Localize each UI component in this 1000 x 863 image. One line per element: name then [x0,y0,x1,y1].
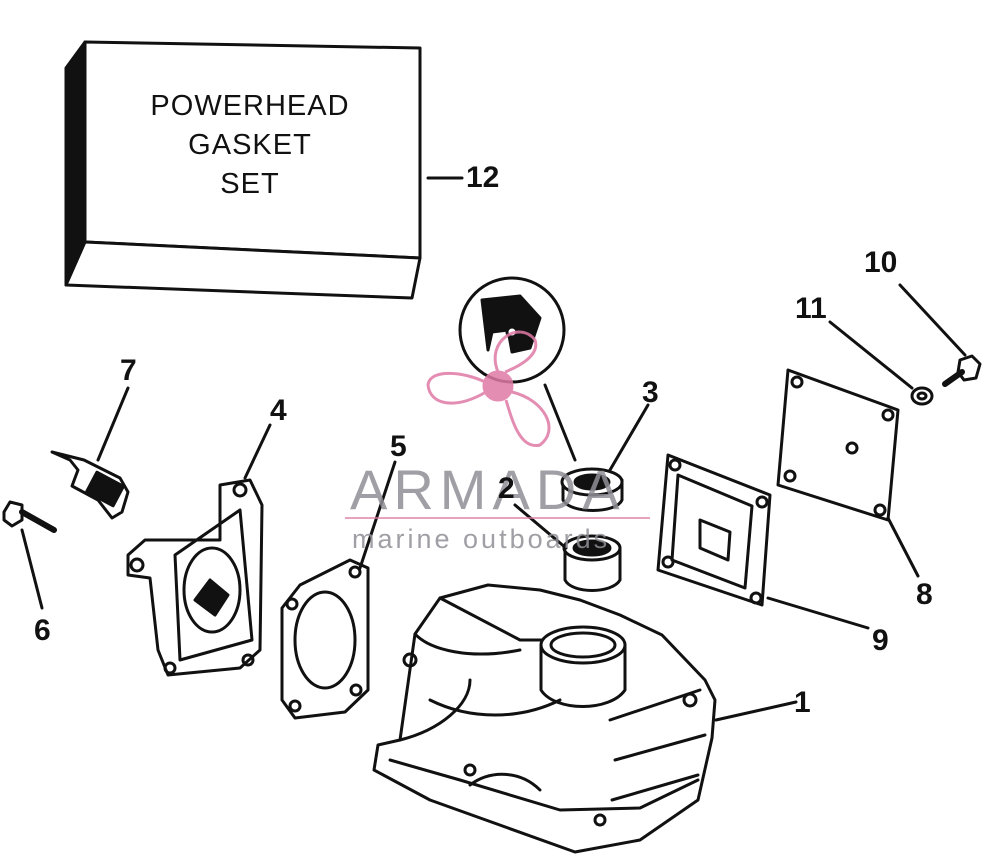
cover-plate [776,368,920,578]
callout-7: 7 [120,354,137,387]
crankcase-housing [372,583,798,854]
gasket-box-line2: GASKET [188,129,312,161]
callout-12: 12 [466,161,500,194]
bearing-part [513,503,622,592]
callout-6: 6 [34,614,51,647]
bypass-cover [126,423,272,677]
callout-4: 4 [270,394,287,427]
flange-gasket [280,460,397,720]
callout-11: 11 [795,292,827,325]
watermark-tagline: marine outboards [352,524,611,554]
cover-gasket [656,453,870,630]
screw-part [898,283,982,387]
propeller-logo-icon [426,330,551,447]
callout-8: 8 [916,578,933,611]
bolt-part [2,500,57,610]
callout-2: 2 [498,472,515,505]
gasket-set-box [64,40,464,300]
callout-9: 9 [872,624,889,657]
callout-1: 1 [794,686,811,719]
watermark-brand: ARMADA [350,458,626,521]
callout-10: 10 [864,246,898,279]
sensor-part [50,386,130,520]
washer-part [828,320,934,406]
callout-3: 3 [642,376,659,409]
gasket-box-line3: SET [220,168,280,200]
gasket-box-line1: POWERHEAD [150,90,350,122]
seal-part [543,383,650,512]
seal-detail-circle [458,276,566,384]
callout-5: 5 [390,430,407,463]
